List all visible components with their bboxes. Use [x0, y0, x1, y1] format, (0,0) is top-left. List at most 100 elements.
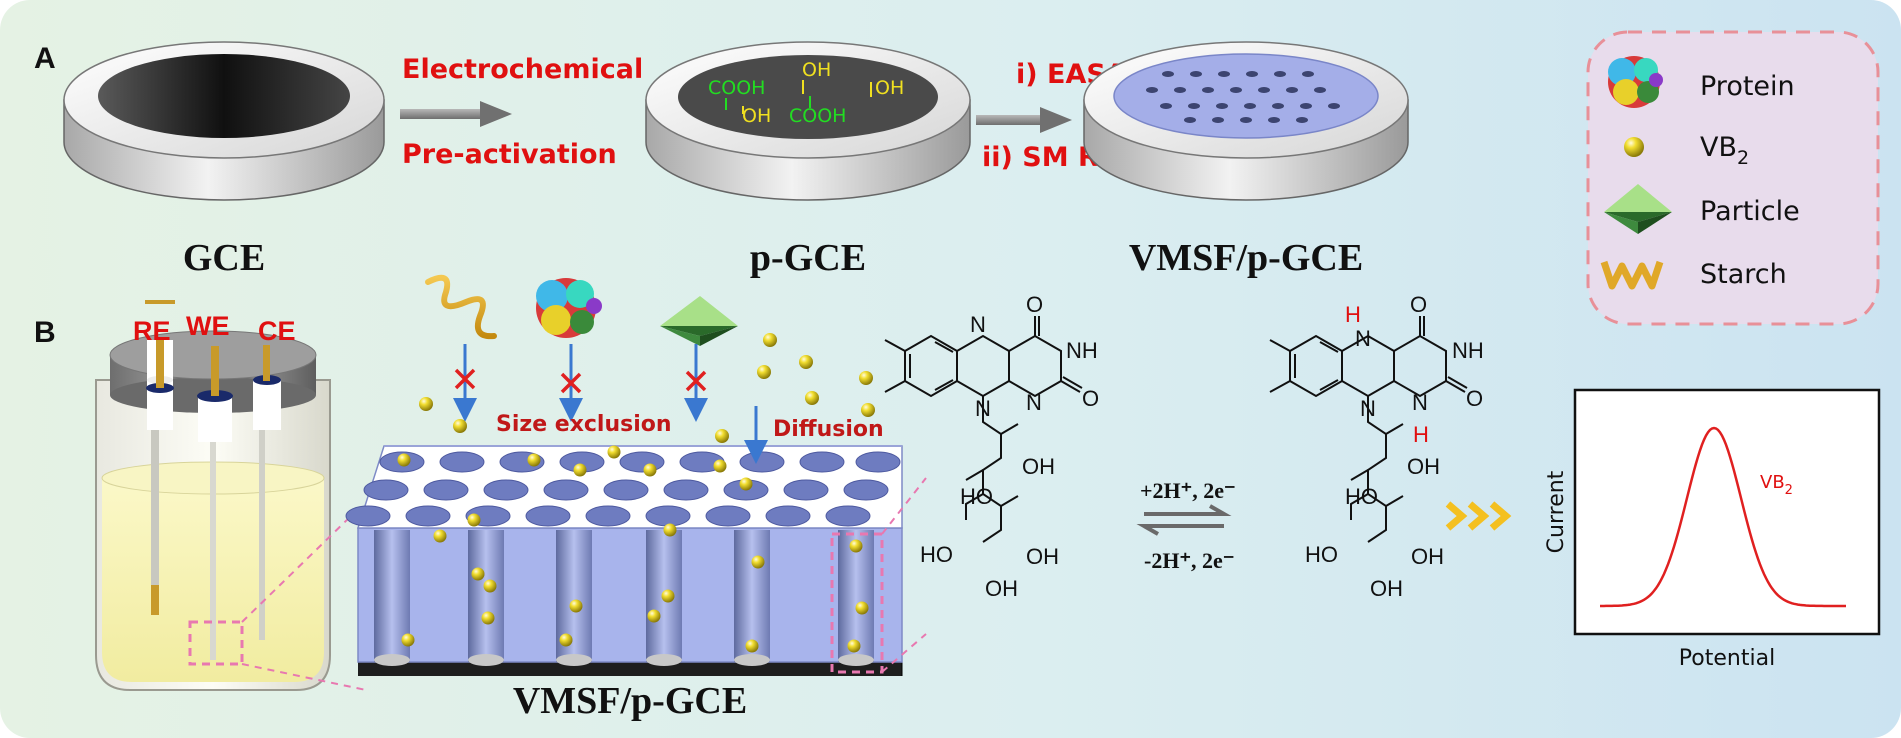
legend-starch-label: Starch — [1700, 259, 1787, 290]
red-atom-oh2: OH — [1411, 544, 1444, 569]
channel — [468, 530, 504, 662]
pgce-electrode: COOH OH OH OH COOH p-GCE — [645, 41, 971, 279]
pore — [1240, 117, 1252, 123]
vb2-molecule — [847, 639, 861, 653]
vb2-icon — [1624, 137, 1644, 157]
step1-line2: Pre-activation — [402, 139, 617, 170]
red-atom-ho2: HO — [1305, 542, 1338, 567]
pore — [825, 505, 871, 527]
pore — [405, 505, 451, 527]
protein-icon — [1608, 56, 1663, 108]
vb2-molecule — [849, 539, 863, 553]
vb2-molecule — [401, 633, 415, 647]
pore — [783, 479, 829, 501]
vb2-molecule — [855, 601, 869, 615]
dpv-plot: VB2 Potential Current — [1544, 388, 1881, 671]
red-atom-h1: H — [1345, 302, 1361, 327]
vb2-molecule — [763, 333, 777, 347]
red-atom-ho1: HO — [1345, 484, 1378, 509]
ox-atom-o1: O — [1026, 292, 1043, 317]
pore — [799, 451, 845, 473]
pore — [1246, 71, 1258, 77]
pore — [1184, 117, 1196, 123]
re-label: RE — [133, 316, 171, 346]
legend-particle-label: Particle — [1700, 196, 1800, 227]
pore — [705, 505, 751, 527]
vb2-molecule — [559, 633, 573, 647]
panel-label-b: B — [34, 316, 56, 349]
particle-shape — [660, 296, 738, 346]
red-atom-h2: H — [1413, 422, 1429, 447]
starch-icon — [1600, 260, 1664, 290]
red-atom-o2: O — [1466, 386, 1483, 411]
riboflavin-oxidized — [884, 316, 1083, 543]
ox-atom-n2: N — [1026, 390, 1042, 415]
equilibrium-arrows: +2H⁺, 2e⁻ -2H⁺, 2e⁻ — [1136, 478, 1236, 573]
protein-molecule — [536, 278, 602, 338]
pore — [1174, 87, 1186, 93]
legend-protein-label: Protein — [1700, 71, 1795, 102]
red-atom-n3: N — [1360, 396, 1376, 421]
red-atom-o1: O — [1410, 292, 1427, 317]
peak-label: VB2 — [1760, 472, 1793, 498]
red-atom-nh: NH — [1452, 338, 1484, 363]
pore — [843, 479, 889, 501]
step1-line1: Electrochemical — [402, 54, 643, 85]
ox-atom-n1: N — [970, 312, 986, 337]
size-exclusion-label: Size exclusion — [496, 412, 672, 437]
pore — [1286, 87, 1298, 93]
particle-icon — [1604, 184, 1672, 234]
pore — [525, 505, 571, 527]
pore — [1302, 71, 1314, 77]
pore — [345, 505, 391, 527]
chevron-arrows-icon — [1445, 501, 1512, 531]
group-cooh-1: COOH — [708, 77, 765, 99]
ox-atom-oh1: OH — [1022, 454, 1055, 479]
pore — [739, 451, 785, 473]
red-atom-n1: N — [1355, 326, 1371, 351]
group-oh-2: OH — [875, 77, 904, 99]
panel-label-a: A — [34, 42, 56, 75]
pore — [483, 479, 529, 501]
pore — [1188, 103, 1200, 109]
film-title: VMSF/p-GCE — [513, 680, 747, 722]
electrochemical-cell: RE WE CE — [95, 300, 367, 691]
legend: Protein VB2 Particle Starch — [1586, 30, 1880, 326]
pore — [1190, 71, 1202, 77]
red-atom-n2: N — [1412, 390, 1428, 415]
pore — [1230, 87, 1242, 93]
red-atom-oh3: OH — [1370, 576, 1403, 601]
group-cooh-2: COOH — [789, 105, 846, 127]
vb2-molecule — [483, 579, 497, 593]
vb2-molecule — [643, 463, 657, 477]
pore — [1314, 87, 1326, 93]
group-oh-3: OH — [742, 105, 771, 127]
vb2-molecule — [757, 365, 771, 379]
vb2-molecule — [745, 639, 759, 653]
ox-atom-ho2: HO — [920, 542, 953, 567]
peak-curve — [1600, 426, 1846, 608]
vmsf-label: VMSF/p-GCE — [1129, 237, 1363, 279]
vmsf-electrode: VMSF/p-GCE — [1083, 41, 1409, 279]
vb2-molecule — [751, 555, 765, 569]
pore — [1212, 117, 1224, 123]
vb2-molecule — [419, 397, 433, 411]
pore — [1272, 103, 1284, 109]
ox-atom-n3: N — [975, 396, 991, 421]
forward-condition: +2H⁺, 2e⁻ — [1140, 478, 1236, 503]
vb2-molecule — [661, 589, 675, 603]
vb2-molecule — [805, 391, 819, 405]
x-axis-label: Potential — [1679, 646, 1775, 671]
pore — [1300, 103, 1312, 109]
vb2-molecule — [799, 355, 813, 369]
vb2-molecule — [471, 567, 485, 581]
pore — [765, 505, 811, 527]
ox-atom-o2: O — [1082, 386, 1099, 411]
pore — [1274, 71, 1286, 77]
vb2-molecule — [663, 523, 677, 537]
pore — [423, 479, 469, 501]
free-vb2-molecules — [419, 333, 875, 443]
arrow-step-1: Electrochemical Pre-activation — [400, 54, 643, 170]
pore — [1268, 117, 1280, 123]
